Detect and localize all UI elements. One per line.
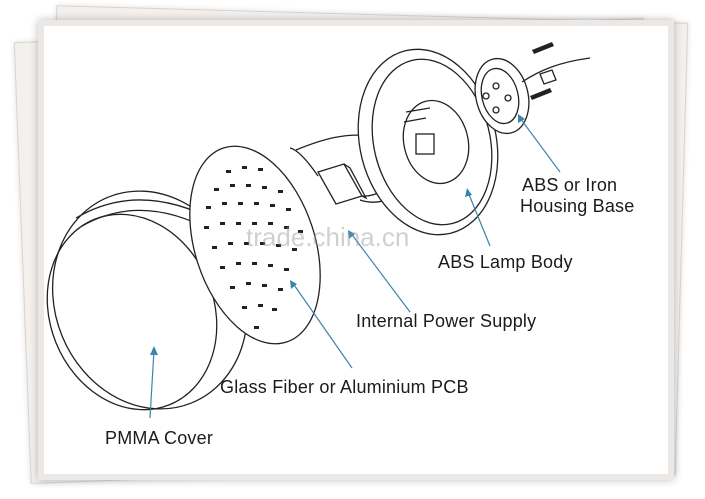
label-abs-or-iron: ABS or Iron — [522, 175, 618, 195]
leader-arrowheads — [150, 114, 525, 355]
label-internal-power-supply: Internal Power Supply — [356, 311, 537, 331]
led-grid — [204, 166, 303, 329]
label-abs-lamp-body: ABS Lamp Body — [438, 252, 573, 272]
label-pcb: Glass Fiber or Aluminium PCB — [220, 377, 469, 397]
leader-lines — [149, 117, 561, 419]
pcb-drawing — [189, 145, 321, 345]
lamp-body-drawing — [357, 48, 499, 236]
screws-drawing — [530, 42, 554, 100]
label-pmma-cover: PMMA Cover — [105, 428, 214, 448]
housing-base-drawing — [474, 57, 591, 135]
label-housing-base: Housing Base — [520, 196, 635, 216]
watermark: trade.china.cn — [246, 222, 410, 252]
